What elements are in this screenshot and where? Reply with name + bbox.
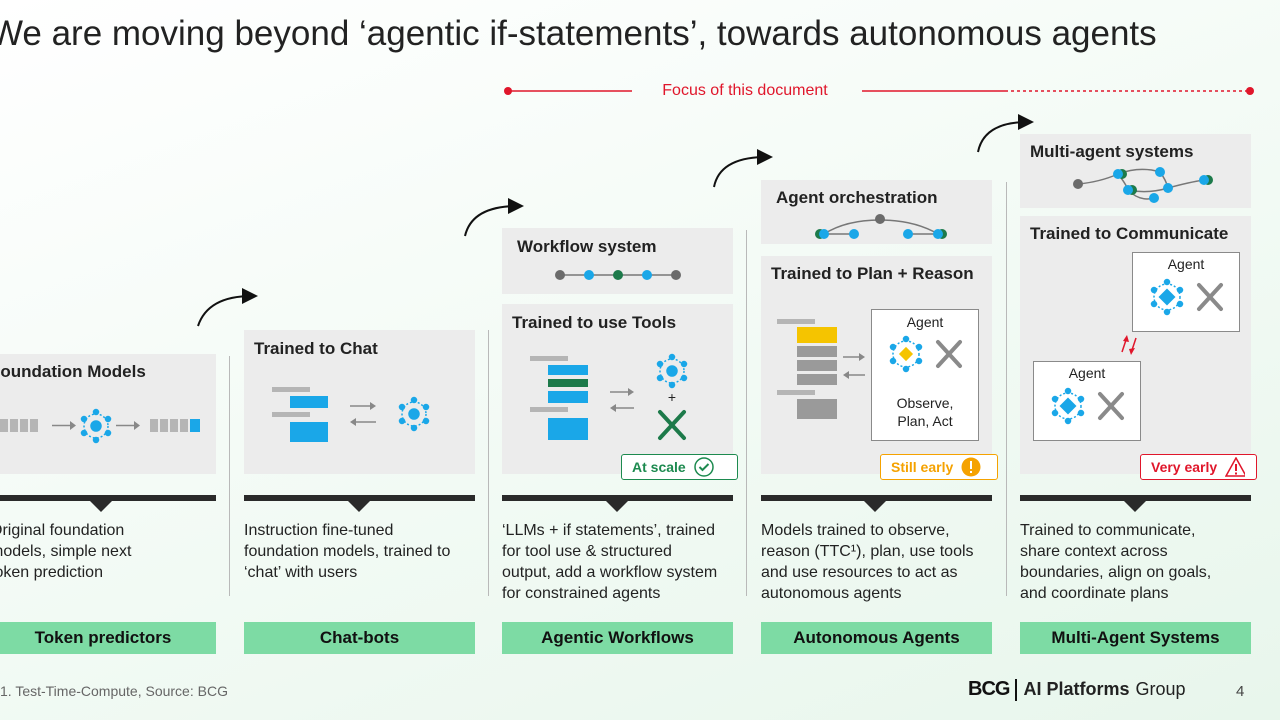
stage-label-token-predictors: Token predictors	[0, 622, 216, 654]
trained-to-use-tools-panel: Trained to use Tools +	[502, 304, 733, 474]
agent-orchestration-panel: Agent orchestration	[761, 180, 992, 244]
status-badge-at-scale: At scale	[621, 454, 738, 480]
badge-text: At scale	[632, 459, 686, 475]
stage-description: Models trained to observe, reason (TTC¹)…	[761, 522, 974, 602]
workflow-system-panel: Workflow system	[502, 228, 733, 294]
stage-description: Instruction fine-tuned foundation models…	[244, 522, 451, 581]
planning-stack-diagram	[777, 319, 865, 419]
agent-box: Agent	[1132, 252, 1240, 332]
step-arrow-1	[197, 288, 258, 327]
logo-separator	[1015, 678, 1018, 701]
page-title: We are moving beyond ‘agentic if-stateme…	[0, 14, 1157, 53]
stage-description: ‘LLMs + if statements’, trained for tool…	[502, 522, 718, 602]
separator	[229, 356, 230, 596]
focus-range-line	[504, 87, 1254, 95]
stage-notch	[348, 501, 370, 512]
stage-label-multi-agent-systems: Multi-Agent Systems	[1020, 622, 1251, 654]
footnote: 1. Test-Time-Compute, Source: BCG	[0, 683, 228, 699]
trained-to-communicate-panel: Trained to Communicate Agent Agent	[1020, 216, 1251, 474]
agent-box: Agent	[1033, 361, 1141, 441]
bcg-logo: BCG AI Platforms Group	[968, 678, 1186, 701]
status-badge-still-early: Still early	[880, 454, 998, 480]
focus-label: Focus of this document	[662, 82, 828, 99]
step-arrow-4	[977, 114, 1034, 153]
agent-box: Agent Observe, Plan, Act	[871, 309, 979, 441]
multi-agent-systems-panel: Multi-agent systems	[1020, 134, 1251, 208]
stage-label-agentic-workflows: Agentic Workflows	[502, 622, 733, 654]
panel-title: Agent orchestration	[776, 188, 938, 207]
agent-loop-text: Observe, Plan, Act	[896, 395, 954, 429]
separator	[488, 330, 489, 596]
check-circle-icon	[693, 457, 714, 477]
orchestration-diagram	[815, 214, 947, 239]
step-arrow-3	[713, 149, 773, 188]
model-network-icon	[656, 353, 688, 389]
foundation-models-panel: Foundation Models	[0, 354, 216, 474]
multi-agent-graph-diagram	[1073, 167, 1213, 203]
panel-title: Trained to Plan + Reason	[771, 264, 974, 283]
model-network-icon	[398, 396, 430, 432]
trained-to-plan-reason-panel: Trained to Plan + Reason Agent Observe, …	[761, 256, 992, 474]
badge-text: Very early	[1151, 459, 1218, 475]
stage-bar	[1020, 495, 1251, 501]
agent-icon	[1150, 278, 1223, 316]
stage-description: Original foundation models, simple next …	[0, 522, 132, 581]
exchange-arrows-icon	[1121, 335, 1137, 355]
panel-title: Trained to Communicate	[1030, 224, 1229, 243]
logo-bcg-mark: BCG	[968, 678, 1010, 700]
panel-title: Workflow system	[517, 237, 657, 256]
agent-label: Agent	[1068, 365, 1106, 381]
stage-bar	[761, 495, 992, 501]
logo-text-light: Group	[1135, 679, 1186, 699]
trained-to-chat-panel: Trained to Chat	[244, 330, 475, 474]
tools-icon	[658, 410, 686, 440]
warning-triangle-icon	[1225, 457, 1246, 477]
stage-notch	[606, 501, 628, 512]
status-badge-very-early: Very early	[1140, 454, 1257, 480]
model-network-icon	[80, 408, 112, 444]
token-prediction-diagram	[0, 408, 200, 444]
panel-title: Multi-agent systems	[1030, 142, 1194, 161]
stage-notch	[1124, 501, 1146, 512]
badge-text: Still early	[891, 459, 954, 475]
stage-description: Trained to communicate, share context ac…	[1020, 522, 1212, 602]
agent-label: Agent	[906, 314, 944, 330]
stage-notch	[90, 501, 112, 512]
chat-diagram	[272, 387, 430, 442]
agent-label: Agent	[1167, 256, 1205, 272]
panel-title: Trained to Chat	[254, 339, 378, 358]
page-number: 4	[1236, 683, 1245, 700]
panel-title: Trained to use Tools	[512, 313, 677, 332]
warning-circle-icon	[961, 457, 981, 477]
workflow-chain-diagram	[555, 270, 681, 280]
stage-label-autonomous-agents: Autonomous Agents	[761, 622, 992, 654]
separator	[1006, 182, 1007, 596]
stage-notch	[864, 501, 886, 512]
stage-bar	[244, 495, 475, 501]
logo-text-bold: AI Platforms	[1023, 679, 1130, 699]
svg-text:+: +	[668, 389, 676, 405]
agent-icon	[1051, 387, 1124, 425]
separator	[746, 230, 747, 596]
stage-bar	[0, 495, 216, 501]
tool-use-diagram: +	[530, 353, 688, 440]
stage-bar	[502, 495, 733, 501]
step-arrow-2	[464, 198, 524, 237]
panel-title: Foundation Models	[0, 362, 146, 381]
stage-label-chat-bots: Chat-bots	[244, 622, 475, 654]
reasoning-agent-icon	[889, 335, 962, 373]
